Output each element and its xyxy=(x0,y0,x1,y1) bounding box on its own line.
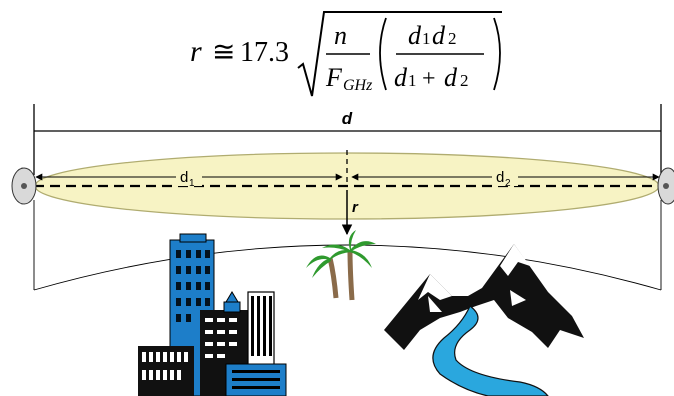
total-distance-label: d xyxy=(342,109,353,128)
d1-label-bg xyxy=(176,166,202,186)
city-buildings-icon xyxy=(138,233,287,396)
d2-label: d xyxy=(496,169,504,186)
earth-curvature xyxy=(33,244,662,291)
den-d2: d xyxy=(444,63,458,92)
palm-trees-icon xyxy=(306,230,376,301)
left-paren-icon xyxy=(379,17,387,91)
formula-coefficient: 17.3 xyxy=(240,37,289,68)
d1-sub: 1 xyxy=(189,178,195,189)
right-paren-icon xyxy=(493,17,501,91)
d2-label-bg xyxy=(492,166,518,186)
den-d2-sub: 2 xyxy=(460,71,469,90)
right-antenna-icon xyxy=(657,167,674,205)
den-d1: d xyxy=(394,63,408,92)
radius-label: r xyxy=(352,199,359,216)
num-d1: d xyxy=(408,21,422,50)
formula-F: F xyxy=(325,63,343,92)
d2-sub: 2 xyxy=(505,178,511,189)
radical-sign-icon xyxy=(297,11,502,97)
left-antenna-icon xyxy=(11,167,37,205)
formula-approx: ≅ xyxy=(212,37,235,68)
d1-label: d xyxy=(180,169,188,186)
formula-n: n xyxy=(334,21,347,50)
num-d1-sub: 1 xyxy=(422,29,431,48)
num-d2-sub: 2 xyxy=(448,29,457,48)
river-icon xyxy=(432,305,549,396)
num-d2: d xyxy=(432,21,446,50)
fresnel-formula: r ≅ 17.3 n F GHz d 1 d 2 d 1 + d 2 xyxy=(190,11,502,97)
den-d1-sub: 1 xyxy=(408,71,417,90)
formula-ghz: GHz xyxy=(343,77,373,94)
mountains-icon xyxy=(384,244,584,350)
den-plus: + xyxy=(422,66,436,92)
formula-r: r xyxy=(190,35,202,68)
